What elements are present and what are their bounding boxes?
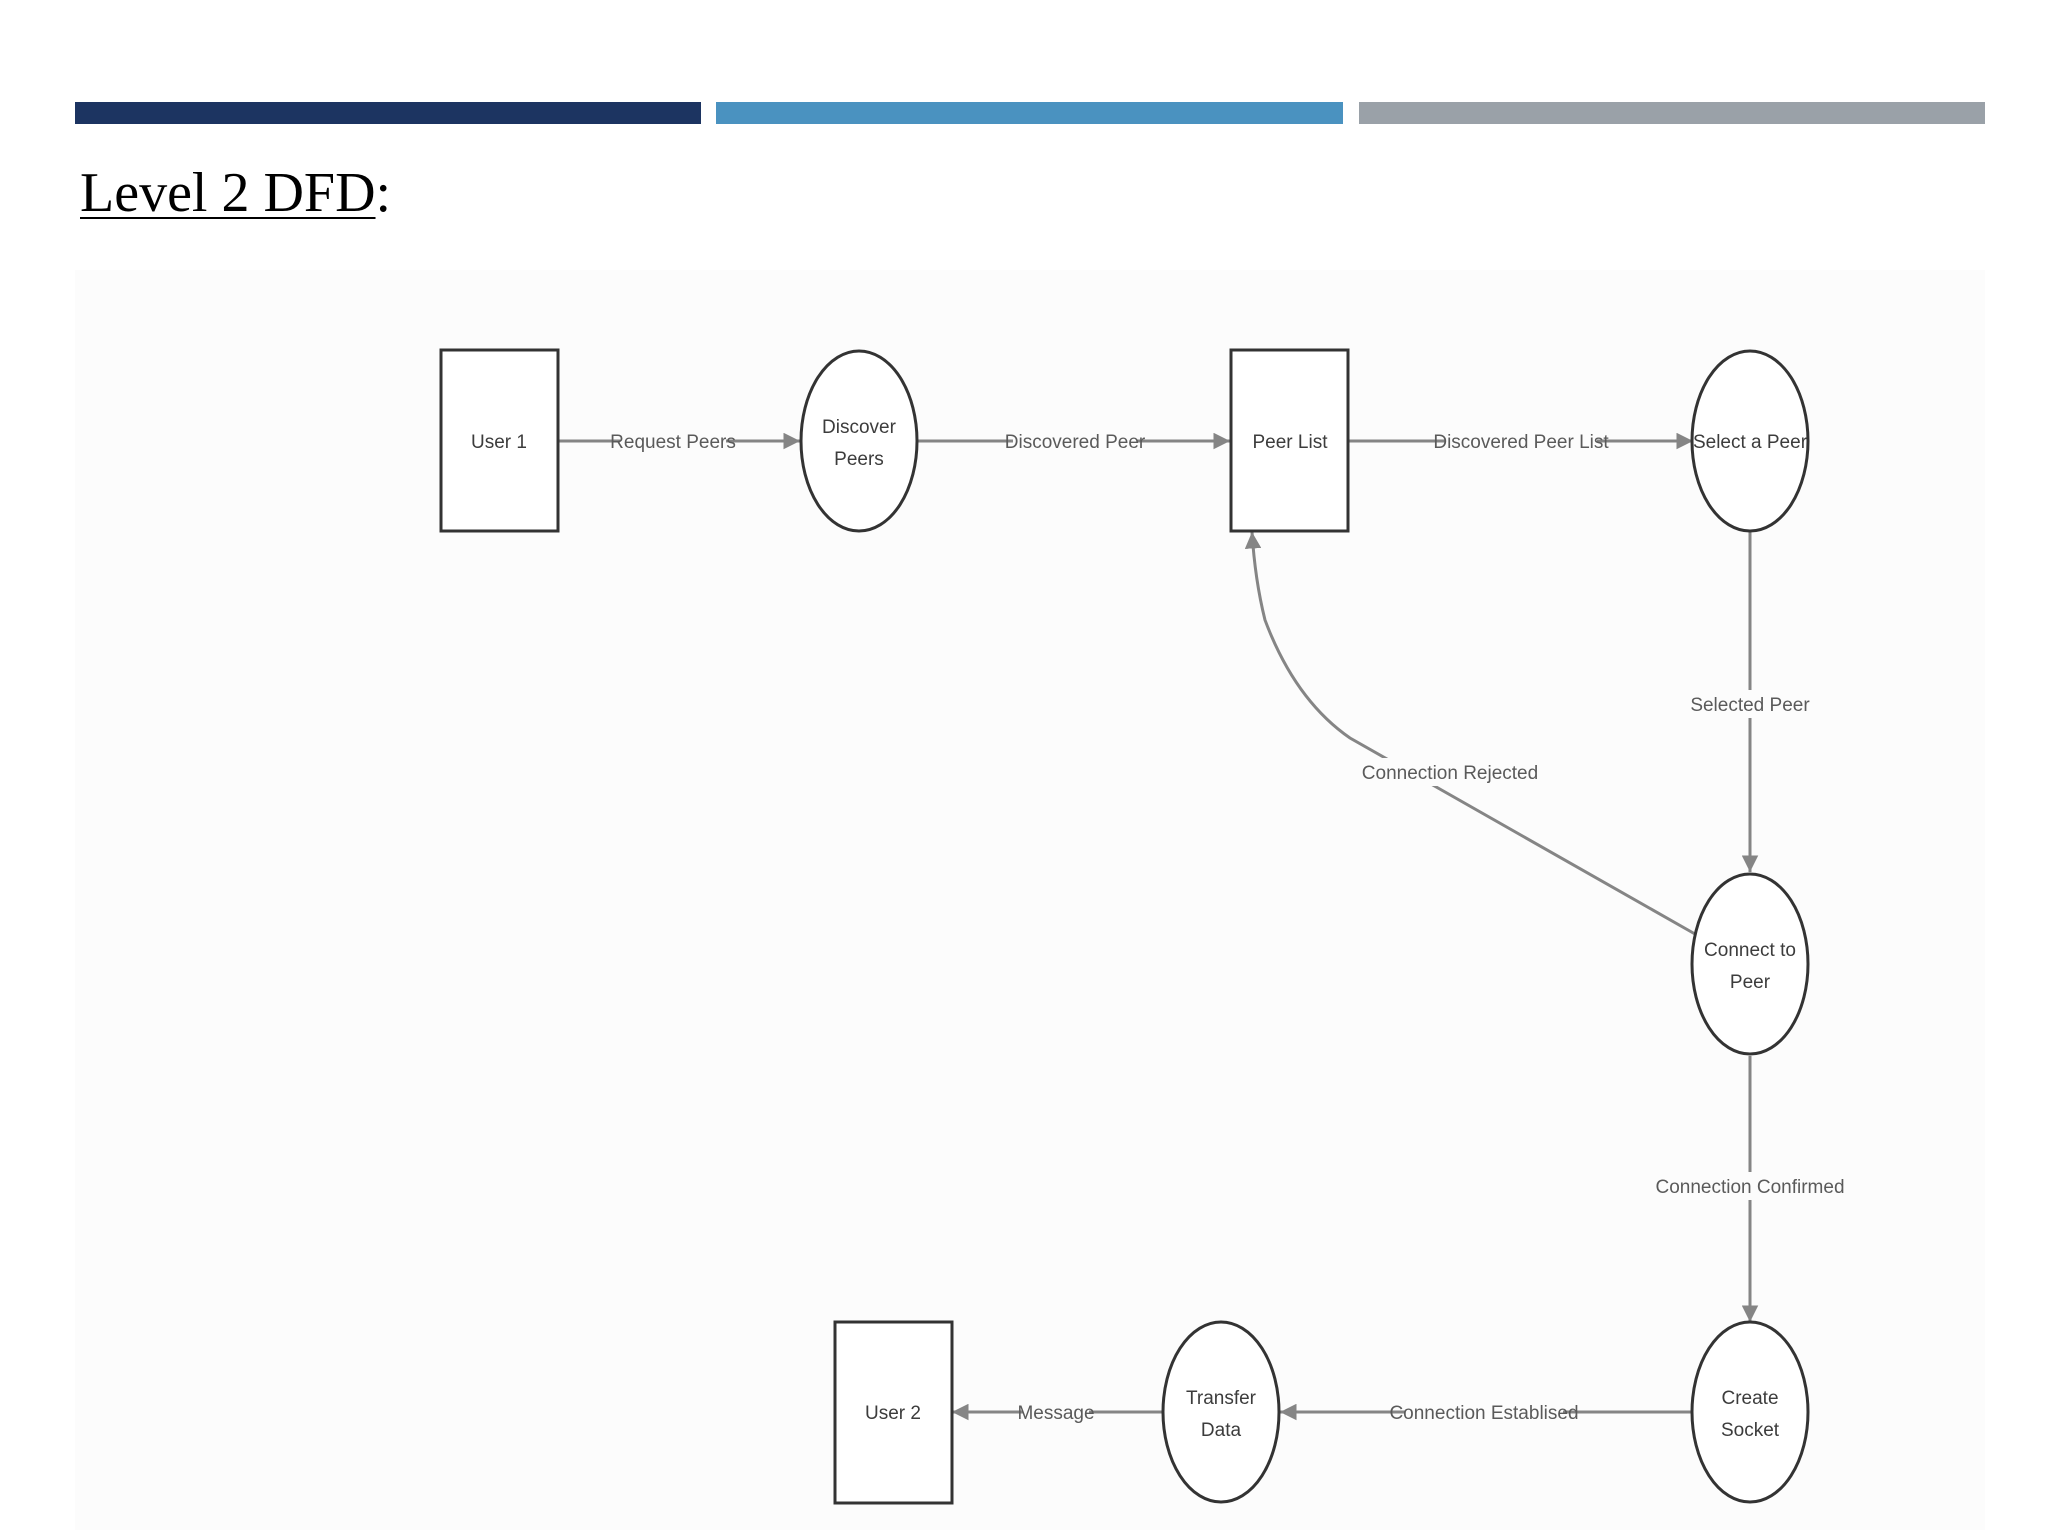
node-transfer-data: Transfer Data <box>1161 1320 1281 1504</box>
flow-connection-established: Connection Establised <box>1280 1398 1692 1426</box>
node-peer-list: Peer List <box>1229 348 1350 533</box>
accent-bar-blue <box>716 102 1343 124</box>
accent-bar-gray <box>1359 102 1985 124</box>
slide-title-text: Level 2 DFD <box>80 162 376 224</box>
node-create-socket-circle <box>1690 1320 1810 1504</box>
flow-connection-rejected: Connection Rejected <box>1244 531 1696 936</box>
flow-label-bg <box>1695 690 1805 718</box>
node-user-2-label: User 2 <box>865 1403 921 1424</box>
diagram-canvas: Request Peers Discovered Peer Discovered… <box>75 270 1985 1530</box>
node-user-2-box <box>833 1320 954 1505</box>
slide-title: Level 2 DFD: <box>80 165 391 221</box>
node-create-socket: Create Socket <box>1690 1320 1810 1504</box>
header-accent-bars <box>75 102 1985 124</box>
node-peer-list-box <box>1229 348 1350 533</box>
node-user-1: User 1 <box>439 348 560 533</box>
node-transfer-data-circle <box>1161 1320 1281 1504</box>
flow-selected-peer: Selected Peer <box>1690 532 1810 872</box>
node-discover-peers-label-line1: Discover <box>822 417 897 438</box>
flow-selected-peer-label: Selected Peer <box>1690 695 1810 716</box>
flow-message: Message <box>952 1398 1162 1426</box>
flow-label-bg <box>1405 1398 1563 1426</box>
slide-title-colon: : <box>375 162 392 224</box>
flow-label-bg <box>1375 758 1525 786</box>
flow-label-bg <box>620 427 726 455</box>
node-transfer-data-label-line2: Data <box>1201 1420 1242 1441</box>
dfd-diagram: Request Peers Discovered Peer Discovered… <box>439 348 1845 1505</box>
node-select-a-peer-circle <box>1690 349 1810 533</box>
node-discover-peers-label-line2: Peers <box>834 449 884 470</box>
flow-message-label: Message <box>1017 1403 1094 1424</box>
flow-discovered-peer: Discovered Peer <box>918 427 1230 455</box>
flow-label-bg <box>1013 427 1137 455</box>
node-discover-peers-circle <box>799 349 919 533</box>
node-peer-list-label: Peer List <box>1253 432 1329 453</box>
flow-connection-confirmed: Connection Confirmed <box>1655 1056 1845 1322</box>
flow-label-bg <box>1023 1398 1089 1426</box>
flow-connection-rejected-line <box>1244 531 1696 936</box>
flow-discovered-peer-list: Discovered Peer List <box>1348 427 1693 455</box>
flow-connection-established-label: Connection Establised <box>1389 1403 1578 1424</box>
flow-label-bg <box>1669 1172 1831 1200</box>
node-connect-to-peer-label-line1: Connect to <box>1704 940 1796 961</box>
flow-connection-confirmed-label: Connection Confirmed <box>1655 1177 1844 1198</box>
flow-connection-rejected-label: Connection Rejected <box>1362 763 1538 784</box>
node-select-a-peer: Select a Peer <box>1690 349 1810 533</box>
node-connect-to-peer: Connect to Peer <box>1690 872 1810 1056</box>
node-user-1-label: User 1 <box>471 432 527 453</box>
node-create-socket-label-line2: Socket <box>1721 1420 1780 1441</box>
node-select-a-peer-label: Select a Peer <box>1693 432 1808 453</box>
node-connect-to-peer-circle <box>1690 872 1810 1056</box>
flow-request-peers: Request Peers <box>558 427 800 455</box>
accent-bar-navy <box>75 102 701 124</box>
node-user-2: User 2 <box>833 1320 954 1505</box>
node-create-socket-label-line1: Create <box>1721 1388 1778 1409</box>
flow-label-bg <box>1445 427 1597 455</box>
node-connect-to-peer-label-line2: Peer <box>1730 972 1771 993</box>
node-transfer-data-label-line1: Transfer <box>1186 1388 1257 1409</box>
node-discover-peers: Discover Peers <box>799 349 919 533</box>
flow-request-peers-label: Request Peers <box>610 432 736 453</box>
flow-discovered-peer-list-label: Discovered Peer List <box>1433 432 1609 453</box>
node-user-1-box <box>439 348 560 533</box>
flow-discovered-peer-label: Discovered Peer <box>1005 432 1146 453</box>
